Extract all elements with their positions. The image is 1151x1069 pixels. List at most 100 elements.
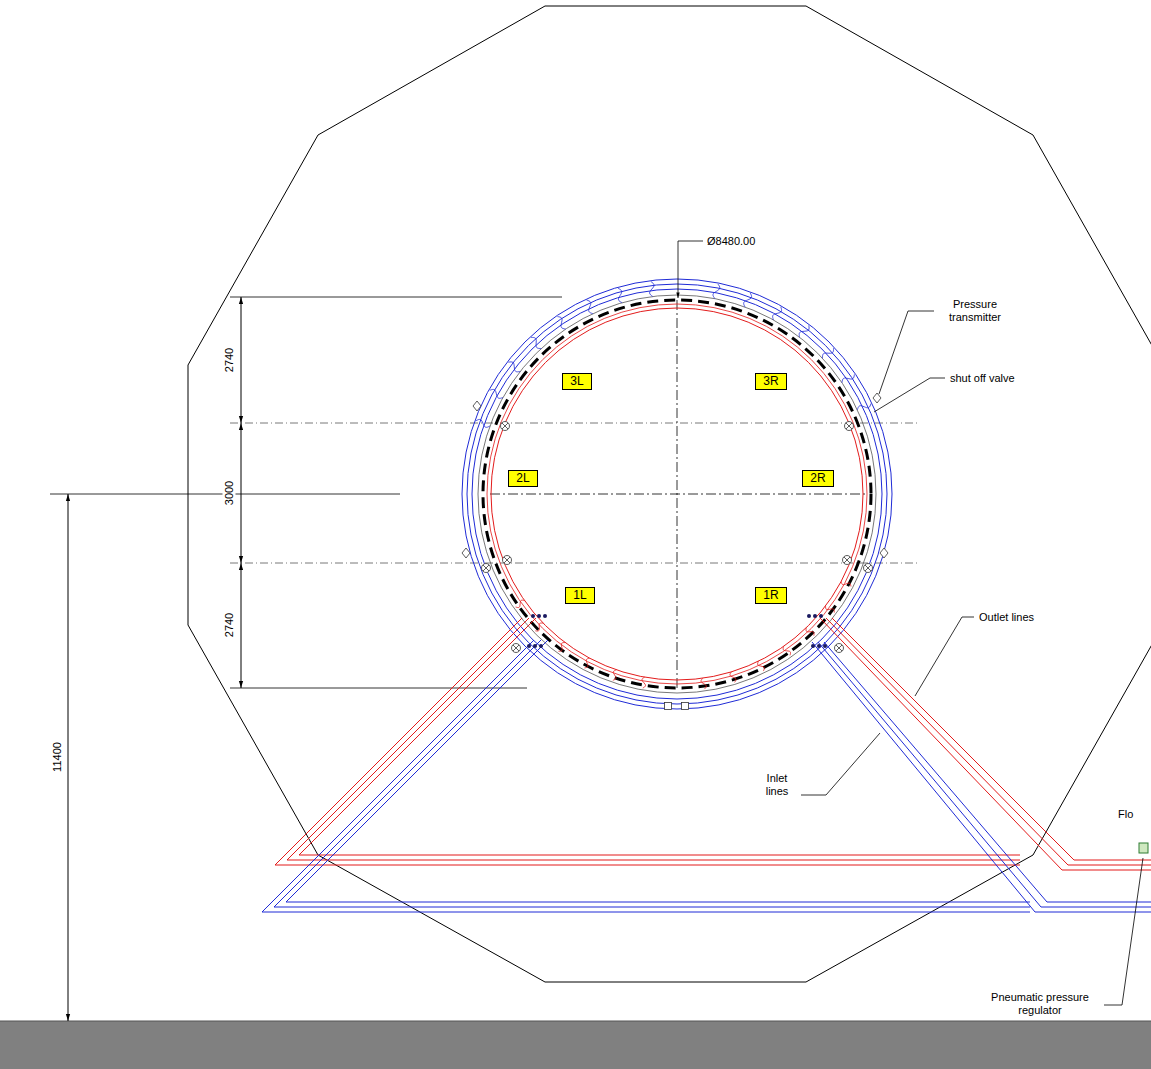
hose-loop [826,606,835,613]
hose-loop [842,374,854,382]
shut-off-valve [864,564,873,573]
valve-cross [513,645,519,651]
hose-loop [701,678,706,689]
zone-label: 3R [763,374,778,388]
leader-line [678,241,703,298]
valve-body [864,564,873,573]
pipe [824,642,1151,902]
pressure-transmitter [473,401,481,411]
center-line [490,494,865,495]
hose-loop [650,282,654,297]
hose-loop [490,389,503,398]
dimension-line [241,297,242,423]
extension-line [230,688,527,689]
pipe [274,640,1030,907]
valve-cross [502,423,508,429]
shut-off-valve [845,422,854,431]
leader-line [874,378,945,412]
hose-loop [558,643,565,652]
valve-cross [846,423,852,429]
dimension-line [241,423,242,563]
pipe-joint [539,644,543,648]
dimension-value: 2740 [223,611,236,639]
pipe [826,618,1151,865]
hose-loop [587,300,593,314]
shut-off-valve [501,422,510,431]
pressure-transmitter [880,548,888,558]
pipe-joint [543,614,547,618]
hose-loop [508,362,520,372]
valve-body [835,644,844,653]
zone-label: 1R [763,588,778,602]
shut-off-valve [835,644,844,653]
leader-line [1104,858,1143,1005]
zone-tag: 3L [562,373,591,390]
shut-off-valve [482,564,491,573]
hose-loop [799,325,809,337]
pipe [812,642,1151,912]
callout-label: Pneumatic pressure regulator [981,991,1099,1017]
hose-loop [823,348,834,358]
pipe-joint [819,614,823,618]
pipe [820,618,1151,870]
drain-fitting [665,703,672,710]
leader-line [879,311,934,394]
valve-body [845,422,854,431]
pipe [832,618,1151,860]
callout-label: Flo [1118,808,1133,821]
blue-ring [462,279,892,709]
dimension-line [241,563,242,688]
valve-body [501,422,510,431]
hose-loop [806,628,814,636]
shut-off-valve [512,644,521,653]
zone-tag: 1R [755,587,786,604]
hose-loop [773,307,782,320]
shut-off-valve [503,556,512,565]
hose-loop [730,672,736,683]
hose-loop [841,581,851,586]
ground-line [0,1021,1151,1022]
hose-loop [557,317,565,329]
hose-loop [476,419,490,427]
dimension-value: 3000 [223,479,236,507]
hose-loop [857,404,871,410]
red-ring [491,308,863,680]
valve-cross [844,557,850,563]
zone-boundary [230,423,920,424]
zone-label: 3L [570,374,583,388]
drain-fitting [682,703,689,710]
callout-label: Pressure transmitter [939,298,1011,324]
hose-group [476,282,871,689]
hose-loop [713,284,720,299]
red-ring [487,304,867,684]
hose-loop [585,658,590,668]
hose-loop [531,337,541,348]
zone-tag: 2L [508,470,537,487]
zone-label: 1L [573,588,586,602]
pipe-joint [807,614,811,618]
dimension-diameter: Ø8480.00 [707,235,755,248]
valve-cross [865,565,871,571]
shut-off-valve [843,556,852,565]
pipe-joint [527,644,531,648]
hose-loop [642,677,646,688]
pipe [299,618,1020,855]
hose-loop [535,623,543,631]
center-line [677,300,678,690]
pipe [262,640,1030,912]
zone-tag: 3R [755,373,786,390]
inlet-pipes [262,640,1151,912]
dashed-ring [483,300,871,688]
hose-loop [613,670,617,680]
pipe-joint [813,614,817,618]
ground [0,1021,1151,1069]
pipe [818,642,1151,907]
leader-line [801,733,880,795]
blue-ring [472,289,882,699]
valve-body [503,556,512,565]
blue-ring [467,284,887,704]
leader-line [915,617,974,696]
pipe-joint [531,614,535,618]
